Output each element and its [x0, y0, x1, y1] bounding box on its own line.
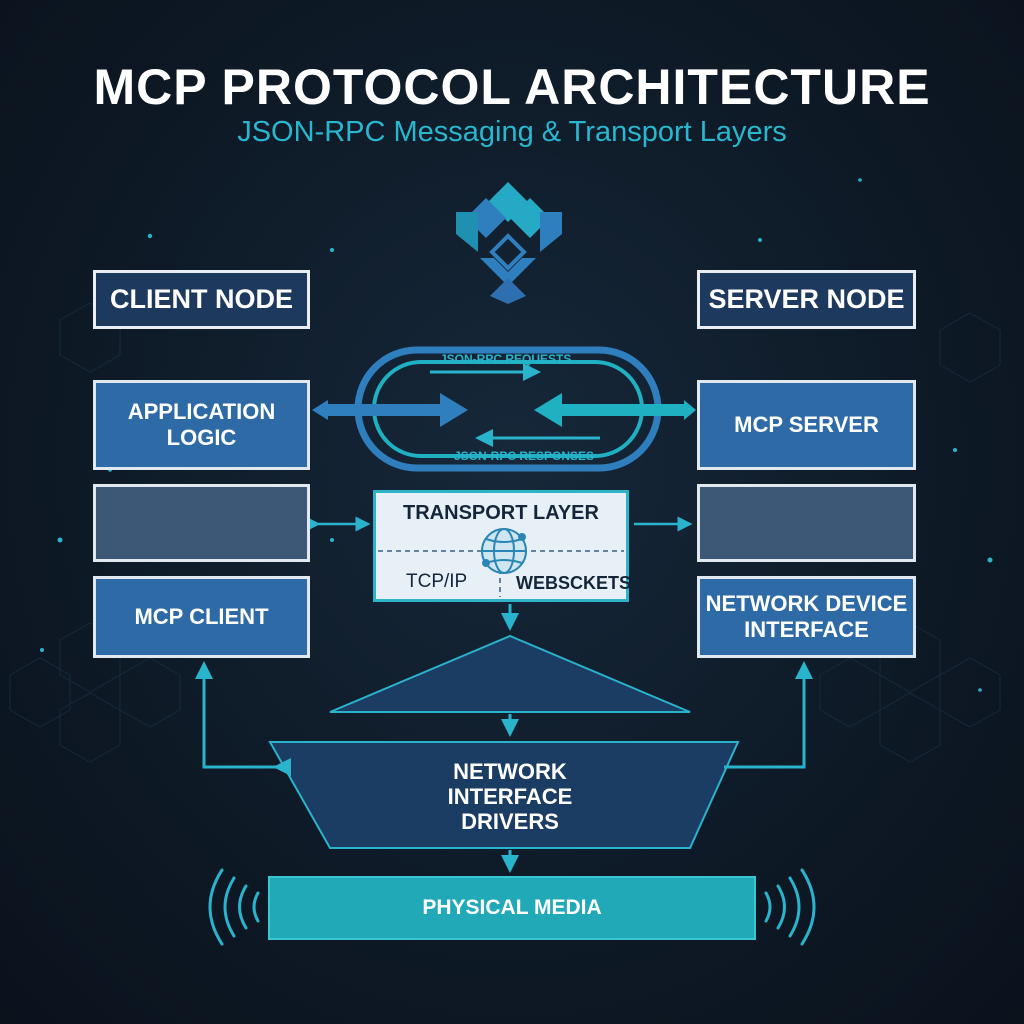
hex-grid-background: [9, 302, 1001, 763]
network-drivers-shape: [268, 741, 740, 849]
mcp-logo-icon: [456, 182, 562, 304]
tcp-ip-label: TCP/IP: [406, 571, 468, 592]
client-middle-block: [93, 484, 310, 562]
globe-icon: [481, 528, 527, 574]
client-elbow-connector: [195, 661, 291, 776]
transport-layer-title: TRANSPORT LAYER: [403, 502, 599, 524]
client-to-loop-arrow: [312, 393, 468, 427]
page-subtitle: JSON-RPC Messaging & Transport Layers: [237, 116, 787, 148]
transport-layer-box: TRANSPORT LAYER TCP/IP WEBSCKETS: [373, 490, 632, 602]
signal-waves-right-icon: [764, 868, 816, 946]
mcp-server-block: MCP SERVER: [697, 380, 916, 470]
server-middle-block: [697, 484, 916, 562]
page-title: MCP PROTOCOL ARCHITECTURE: [93, 59, 931, 115]
json-rpc-requests-label: JSON-RPC REQUESTS: [440, 352, 572, 366]
physical-media-bar: PHYSICAL MEDIA: [268, 876, 756, 940]
server-elbow-connector: [724, 661, 813, 769]
json-rpc-responses-label: JSON-RPC RESPONSES: [454, 449, 595, 463]
server-to-loop-arrow: [534, 393, 696, 427]
mcp-client-block: MCP CLIENT: [93, 576, 310, 658]
websockets-label: WEBSCKETS: [516, 573, 632, 593]
server-node-header: SERVER NODE: [697, 270, 916, 329]
application-logic-block: APPLICATION LOGIC: [93, 380, 310, 470]
client-node-header: CLIENT NODE: [93, 270, 310, 329]
network-interface-drivers-label: NETWORK INTERFACE DRIVERS: [447, 758, 573, 834]
routing-triangle: [329, 634, 691, 713]
transport-dividers: [378, 528, 624, 597]
network-device-interface-block: NETWORK DEVICE INTERFACE: [697, 576, 916, 658]
signal-waves-left-icon: [208, 868, 260, 946]
